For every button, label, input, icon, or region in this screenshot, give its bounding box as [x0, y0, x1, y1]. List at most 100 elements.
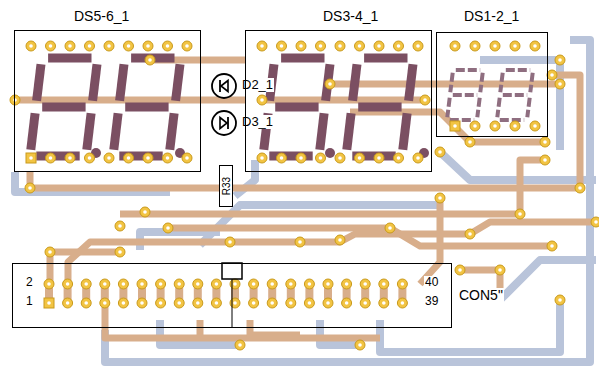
- pad: [44, 298, 54, 308]
- pad-hole: [280, 44, 284, 48]
- pad: [63, 298, 73, 308]
- top-trace: [420, 198, 440, 284]
- pad-hole: [493, 44, 497, 48]
- pad: [143, 153, 153, 163]
- pad-hole: [338, 156, 342, 160]
- pad-hole: [140, 282, 144, 286]
- pad: [81, 298, 91, 308]
- pin-number: 2: [25, 276, 34, 289]
- pad-hole: [382, 301, 386, 305]
- pad-hole: [215, 282, 219, 286]
- pad-hole: [233, 282, 237, 286]
- pad: [575, 183, 585, 193]
- pad: [115, 247, 125, 257]
- pad-hole: [558, 298, 562, 302]
- pad: [156, 298, 166, 308]
- pad: [360, 298, 370, 308]
- pad-hole: [143, 210, 147, 214]
- pad: [355, 41, 365, 51]
- pad: [235, 340, 245, 350]
- pad-hole: [49, 156, 53, 160]
- top-trace: [120, 211, 520, 218]
- pad: [249, 298, 259, 308]
- pad: [286, 298, 296, 308]
- pad-hole: [196, 301, 200, 305]
- pad-hole: [558, 82, 562, 86]
- pad: [257, 153, 267, 163]
- pad-hole: [88, 156, 92, 160]
- pad-hole: [453, 44, 457, 48]
- pad-hole: [338, 44, 342, 48]
- pad-hole: [473, 124, 477, 128]
- pad-hole: [29, 156, 33, 160]
- display-segment: [358, 103, 401, 112]
- pad: [413, 153, 423, 163]
- pad-hole: [397, 44, 401, 48]
- pad: [435, 147, 445, 157]
- pad-hole: [280, 156, 284, 160]
- display-outline: DS1-2_1: [436, 32, 548, 137]
- pad: [140, 207, 150, 217]
- pad: [510, 121, 520, 131]
- display-segment: [353, 64, 357, 100]
- pad: [156, 279, 166, 289]
- pad-hole: [401, 301, 405, 305]
- pad-hole: [453, 124, 457, 128]
- pad: [530, 121, 540, 131]
- pad: [26, 41, 36, 51]
- pad: [465, 229, 475, 239]
- pad: [335, 153, 345, 163]
- pad: [145, 55, 155, 65]
- pad-hole: [401, 282, 405, 286]
- diode-outline: [211, 110, 237, 136]
- pad-hole: [103, 301, 107, 305]
- pad: [163, 41, 173, 51]
- pad: [257, 95, 267, 105]
- pad: [277, 153, 287, 163]
- pad: [104, 153, 114, 163]
- pad: [495, 265, 505, 275]
- pad-hole: [319, 44, 323, 48]
- display-segment: [125, 103, 168, 112]
- pad-hole: [388, 226, 392, 230]
- pad: [193, 279, 203, 289]
- pad: [490, 41, 500, 51]
- connector-divider: [232, 279, 233, 328]
- pad: [267, 279, 277, 289]
- pad-hole: [122, 301, 126, 305]
- pad: [104, 41, 114, 51]
- pin-number: 1: [25, 295, 34, 308]
- decimal-point: [325, 148, 335, 158]
- pad: [65, 41, 75, 51]
- pad: [555, 55, 565, 65]
- pad-hole: [185, 156, 189, 160]
- pad: [515, 209, 525, 219]
- display-segment: [450, 73, 452, 92]
- pad-hole: [122, 282, 126, 286]
- pad-hole: [298, 240, 302, 244]
- pad-hole: [146, 44, 150, 48]
- diode-triangle: [220, 118, 227, 129]
- display-segment: [497, 98, 499, 117]
- pad-hole: [127, 44, 131, 48]
- pad: [10, 95, 20, 105]
- pad: [450, 121, 460, 131]
- pad-hole: [196, 282, 200, 286]
- pad-hole: [270, 282, 274, 286]
- pad: [100, 279, 110, 289]
- pad-hole: [68, 44, 72, 48]
- pad: [295, 237, 305, 247]
- pad-hole: [68, 156, 72, 160]
- pad: [182, 153, 192, 163]
- pad: [379, 279, 389, 289]
- pad-hole: [550, 73, 554, 77]
- display-segment: [48, 54, 91, 63]
- pad-hole: [533, 124, 537, 128]
- top-trace: [105, 303, 380, 338]
- pad: [342, 298, 352, 308]
- pad-hole: [382, 282, 386, 286]
- pad: [304, 279, 314, 289]
- pad: [124, 41, 134, 51]
- pad: [374, 41, 384, 51]
- pad-hole: [345, 282, 349, 286]
